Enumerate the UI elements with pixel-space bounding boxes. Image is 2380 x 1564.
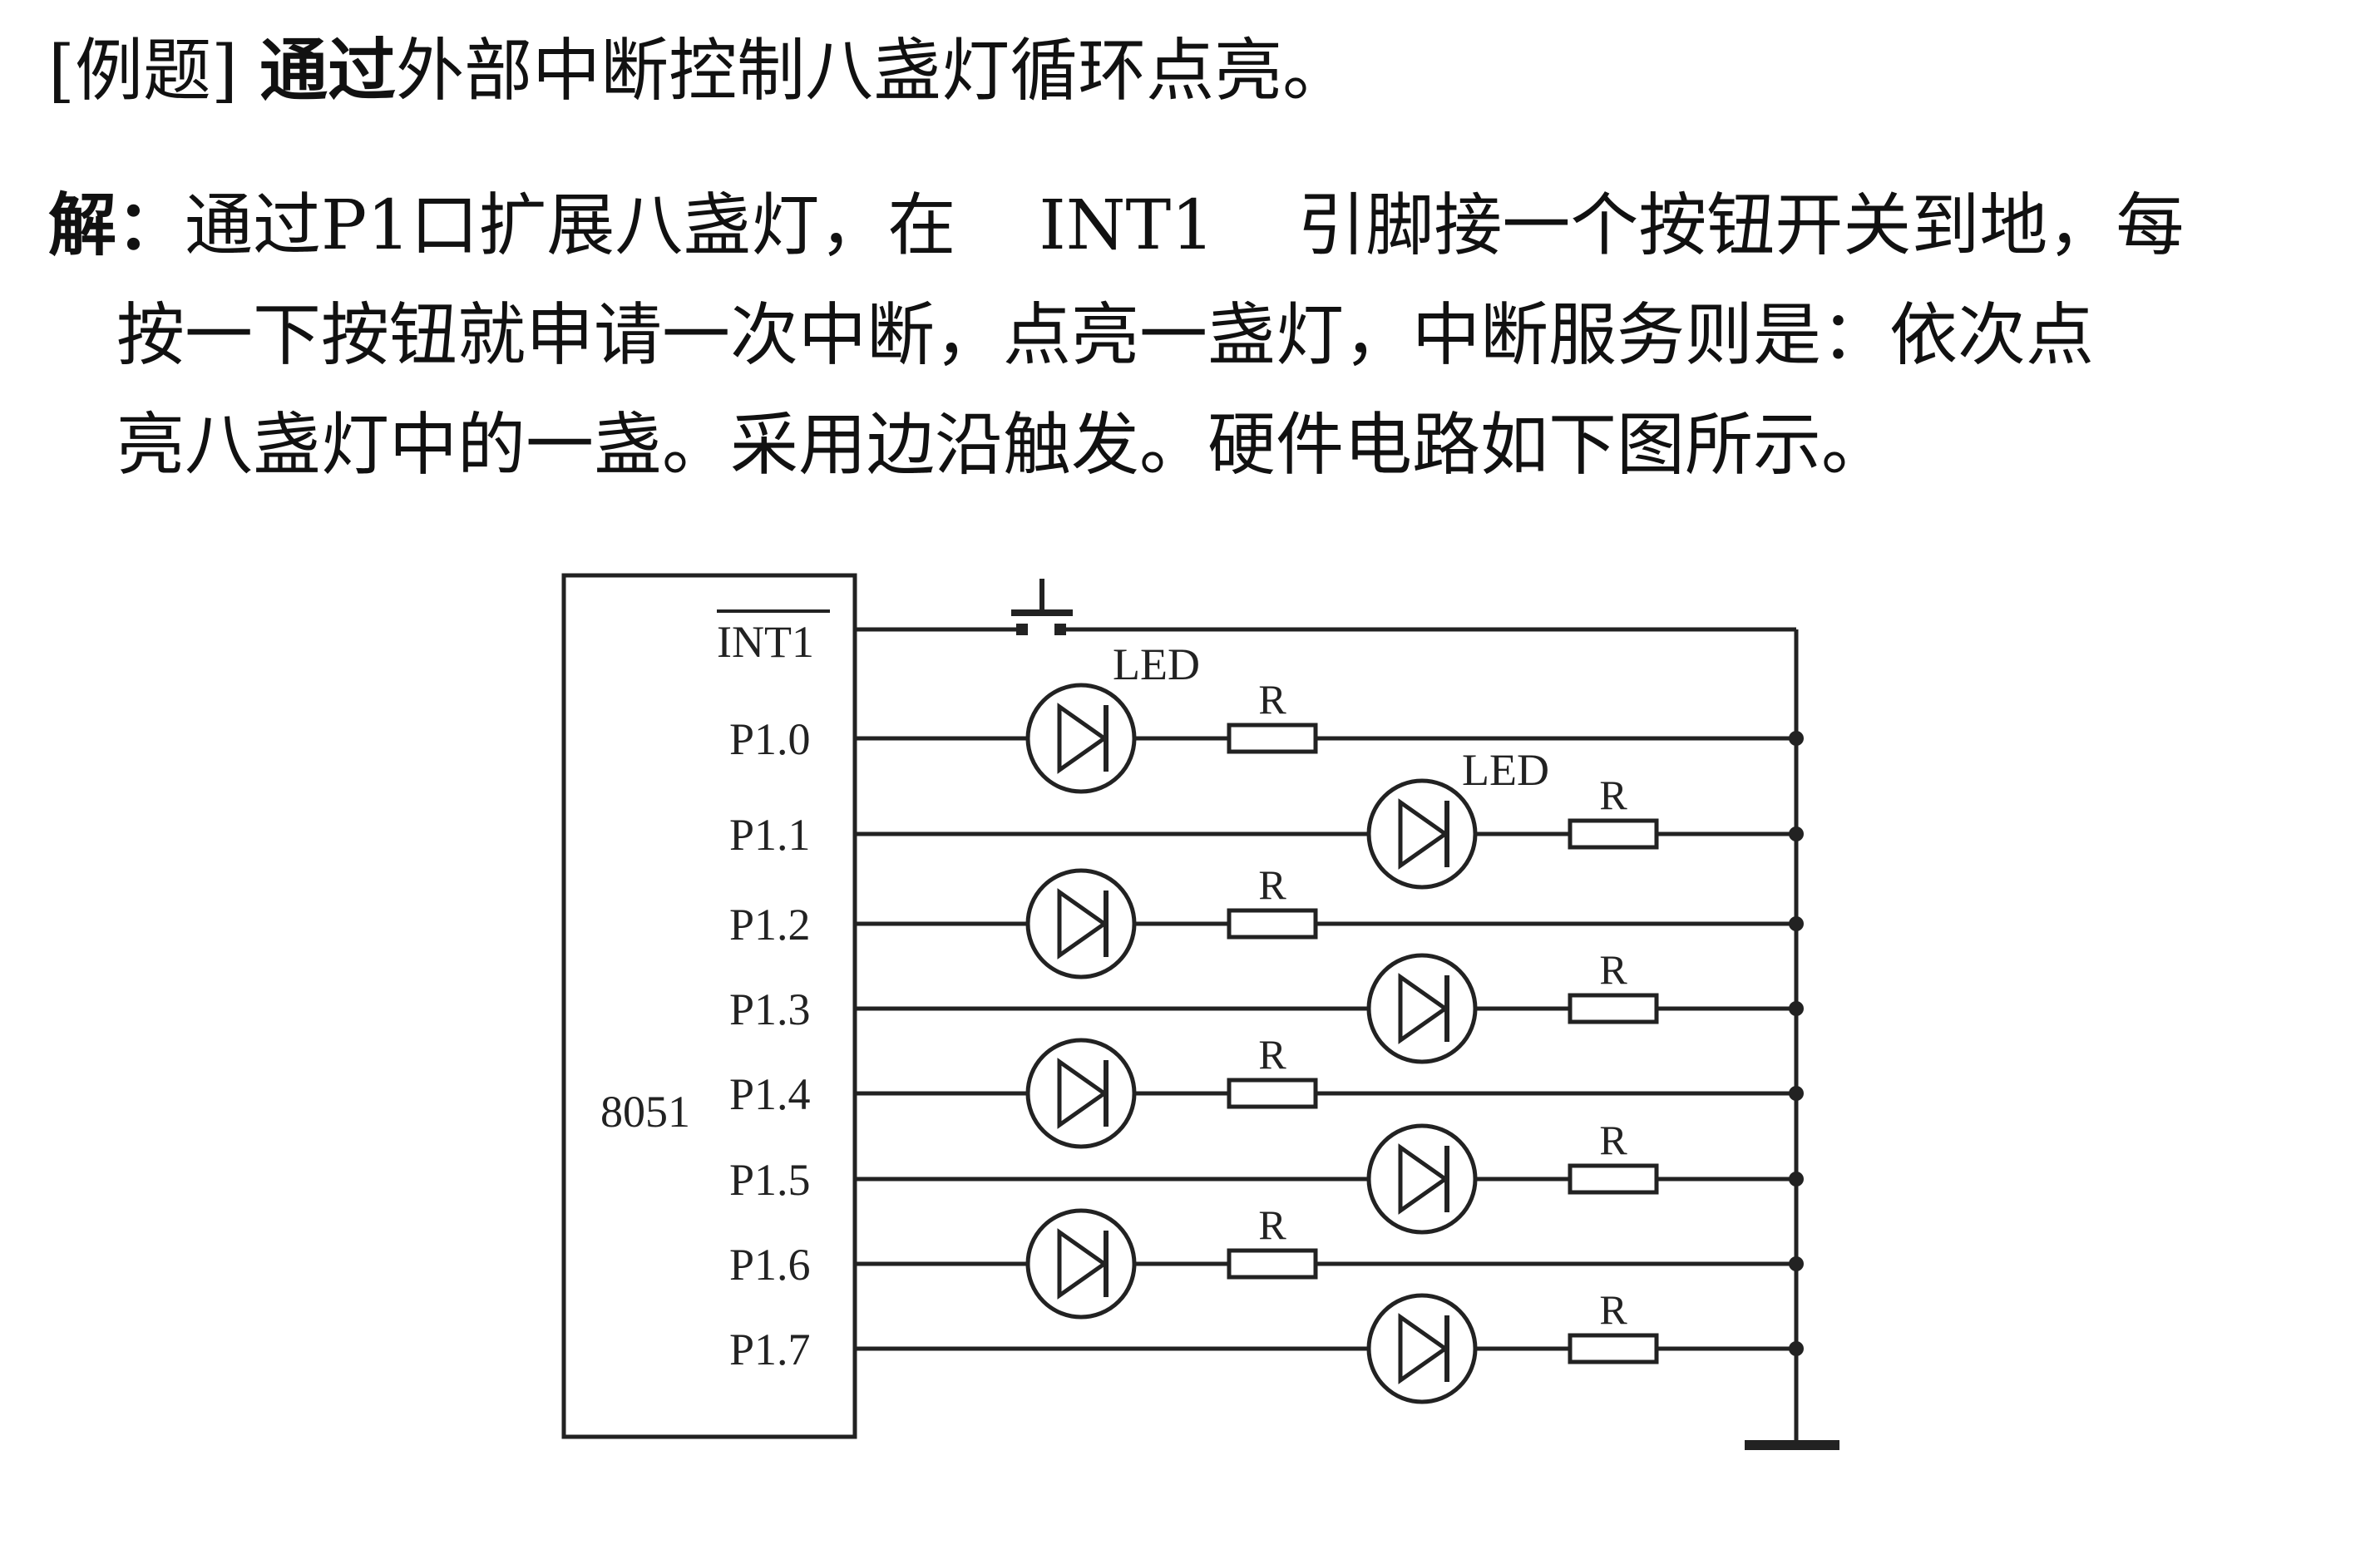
resistor-0 bbox=[1227, 723, 1318, 754]
pin-label-P1-4: P1.4 bbox=[729, 1069, 811, 1119]
led-1 bbox=[1366, 778, 1478, 890]
solution-line1-int: INT1 bbox=[1039, 186, 1215, 265]
led-anode-triangle bbox=[1057, 888, 1109, 960]
example-label: [例题] bbox=[48, 32, 238, 111]
led-label-0: LED bbox=[1113, 639, 1200, 689]
junction-5 bbox=[1789, 1172, 1804, 1187]
resistor-label-6: R bbox=[1258, 1201, 1286, 1248]
led-anode-triangle bbox=[1057, 703, 1109, 774]
resistor-7 bbox=[1568, 1333, 1659, 1364]
led-4 bbox=[1025, 1038, 1137, 1149]
led-anode-triangle bbox=[1398, 798, 1449, 870]
led-anode-triangle bbox=[1057, 1228, 1109, 1300]
circuit-labels: 8051INT1P1.0RLEDP1.1RLEDP1.2RP1.3RP1.4RP… bbox=[600, 609, 1627, 1374]
led-label-1: LED bbox=[1462, 745, 1549, 795]
resistor-label-2: R bbox=[1258, 861, 1286, 908]
led-anode-triangle bbox=[1057, 1058, 1109, 1129]
pin-label-P1-0: P1.0 bbox=[729, 714, 811, 764]
led-7 bbox=[1366, 1293, 1478, 1404]
resistor-label-0: R bbox=[1258, 676, 1286, 723]
pin-label-P1-6: P1.6 bbox=[729, 1240, 811, 1290]
led-2 bbox=[1025, 868, 1137, 979]
led-body bbox=[1025, 1038, 1137, 1149]
push-button-contact-left bbox=[1016, 624, 1028, 635]
resistor-6 bbox=[1227, 1248, 1318, 1280]
resistor-label-5: R bbox=[1599, 1117, 1627, 1163]
solution-paragraph: 解：通过P1口扩展八盏灯，在 INT1 引脚接一个按钮开关到地，每 按一下按钮就申请… bbox=[48, 170, 2343, 501]
resistor-2 bbox=[1227, 908, 1318, 940]
example-bold-lead: 通过 bbox=[259, 31, 397, 111]
led-3 bbox=[1366, 953, 1478, 1064]
led-anode-triangle bbox=[1398, 1143, 1449, 1215]
resistor-label-1: R bbox=[1599, 772, 1627, 818]
solution-line-2: 按一下按钮就申请一次中断，点亮一盏灯，中断服务则是：依次点 bbox=[116, 296, 2095, 375]
solution-label: 解： bbox=[48, 185, 185, 265]
chip-8051 bbox=[561, 573, 857, 1439]
resistor-1 bbox=[1568, 818, 1659, 850]
solution-line-3: 亮八盏灯中的一盏。采用边沿触发。硬件电路如下图所示。 bbox=[116, 406, 1890, 485]
pin-label-P1-5: P1.5 bbox=[729, 1155, 811, 1205]
pin-label-P1-2: P1.2 bbox=[729, 900, 811, 950]
led-anode-triangle bbox=[1398, 1313, 1449, 1384]
led-body bbox=[1366, 1123, 1478, 1235]
circuit-components bbox=[561, 573, 1839, 1450]
led-body bbox=[1366, 778, 1478, 890]
pin-label-P1-1: P1.1 bbox=[729, 810, 811, 860]
led-body bbox=[1025, 1208, 1137, 1320]
led-5 bbox=[1366, 1123, 1478, 1235]
pin-label-P1-3: P1.3 bbox=[729, 984, 811, 1034]
led-body bbox=[1366, 953, 1478, 1064]
circuit-wiring bbox=[855, 627, 1799, 1445]
junction-6 bbox=[1789, 1256, 1804, 1271]
pin-label-P1-7: P1.7 bbox=[729, 1325, 811, 1374]
junction-7 bbox=[1789, 1341, 1804, 1356]
led-body bbox=[1025, 683, 1137, 794]
led-0 bbox=[1025, 683, 1137, 794]
resistor-5 bbox=[1568, 1163, 1659, 1195]
led-anode-triangle bbox=[1398, 973, 1449, 1044]
led-body bbox=[1025, 868, 1137, 979]
led-6 bbox=[1025, 1208, 1137, 1320]
push-button-contact-right bbox=[1054, 624, 1066, 635]
chip-label: 8051 bbox=[600, 1087, 690, 1137]
junction-2 bbox=[1789, 916, 1804, 931]
led-body bbox=[1366, 1293, 1478, 1404]
resistor-label-3: R bbox=[1599, 946, 1627, 993]
example-text: 外部中断控制八盏灯循环点亮。 bbox=[396, 32, 1351, 111]
resistor-3 bbox=[1568, 993, 1659, 1024]
solution-line1-a: 通过P1口扩展八盏灯，在 bbox=[185, 186, 956, 265]
resistor-label-7: R bbox=[1599, 1286, 1627, 1333]
pin-label-int1: INT1 bbox=[717, 617, 814, 667]
junction-3 bbox=[1789, 1001, 1804, 1016]
solution-line1-c: 引脚接一个按钮开关到地，每 bbox=[1297, 186, 2185, 265]
example-title: [例题] 通过外部中断控制八盏灯循环点亮。 bbox=[48, 25, 1350, 117]
resistor-4 bbox=[1227, 1078, 1318, 1109]
solution-line-1: 解：通过P1口扩展八盏灯，在 INT1 引脚接一个按钮开关到地，每 bbox=[48, 170, 2343, 281]
junction-0 bbox=[1789, 731, 1804, 746]
junction-4 bbox=[1789, 1086, 1804, 1101]
resistor-label-4: R bbox=[1258, 1031, 1286, 1078]
junction-1 bbox=[1789, 826, 1804, 841]
